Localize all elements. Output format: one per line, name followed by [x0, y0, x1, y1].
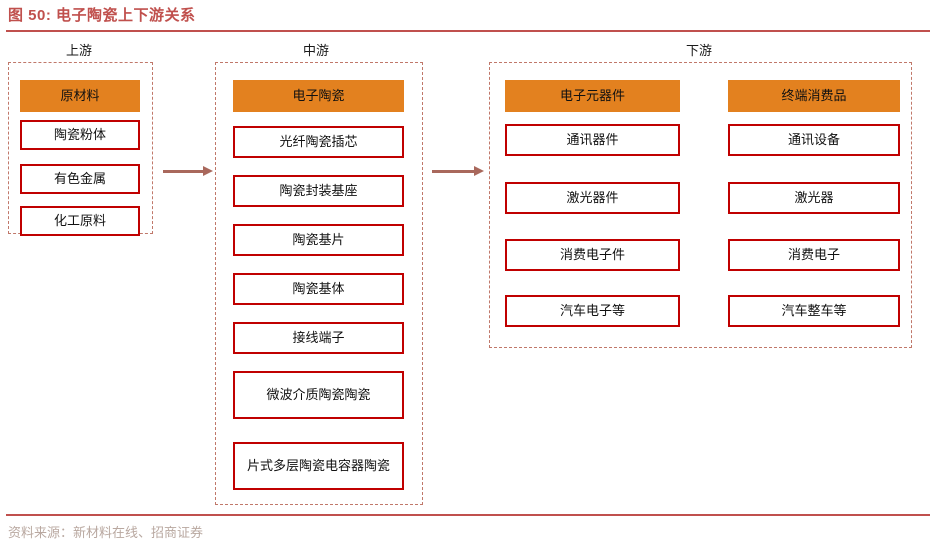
- node-midstream-header: 电子陶瓷: [233, 80, 404, 112]
- arrow-head-icon: [203, 166, 213, 176]
- source-note: 资料来源：新材料在线、招商证券: [8, 525, 204, 540]
- node-downstream-colB-item: 消费电子: [728, 239, 900, 271]
- title-divider: [6, 30, 930, 32]
- arrow-shaft: [432, 170, 475, 173]
- node-midstream-item: 陶瓷基体: [233, 273, 404, 305]
- node-downstream-colA-header: 电子元器件: [505, 80, 680, 112]
- node-midstream-item: 陶瓷封装基座: [233, 175, 404, 207]
- arrow-midstream-to-downstream: [432, 165, 484, 179]
- node-midstream-item: 微波介质陶瓷陶瓷: [233, 371, 404, 419]
- arrow-head-icon: [474, 166, 484, 176]
- node-midstream-item: 光纤陶瓷插芯: [233, 126, 404, 158]
- node-midstream-item: 陶瓷基片: [233, 224, 404, 256]
- node-downstream-colA-item: 激光器件: [505, 182, 680, 214]
- section-label-downstream: 下游: [686, 43, 713, 58]
- node-downstream-colA-item: 消费电子件: [505, 239, 680, 271]
- section-label-midstream: 中游: [303, 43, 330, 58]
- arrow-shaft: [163, 170, 204, 173]
- node-upstream-item: 陶瓷粉体: [20, 120, 140, 150]
- footer-divider: [6, 514, 930, 516]
- node-downstream-colB-header: 终端消费品: [728, 80, 900, 112]
- figure-title: 图 50: 电子陶瓷上下游关系: [8, 7, 196, 24]
- node-midstream-item: 接线端子: [233, 322, 404, 354]
- node-upstream-item: 有色金属: [20, 164, 140, 194]
- section-label-upstream: 上游: [66, 43, 93, 58]
- node-downstream-colB-item: 激光器: [728, 182, 900, 214]
- node-upstream-header: 原材料: [20, 80, 140, 112]
- node-midstream-item: 片式多层陶瓷电容器陶瓷: [233, 442, 404, 490]
- group-container-midstream: [215, 62, 423, 505]
- node-downstream-colA-item: 通讯器件: [505, 124, 680, 156]
- group-container-downstream: [489, 62, 912, 348]
- node-upstream-item: 化工原料: [20, 206, 140, 236]
- node-downstream-colA-item: 汽车电子等: [505, 295, 680, 327]
- node-downstream-colB-item: 通讯设备: [728, 124, 900, 156]
- node-downstream-colB-item: 汽车整车等: [728, 295, 900, 327]
- arrow-upstream-to-midstream: [163, 165, 213, 179]
